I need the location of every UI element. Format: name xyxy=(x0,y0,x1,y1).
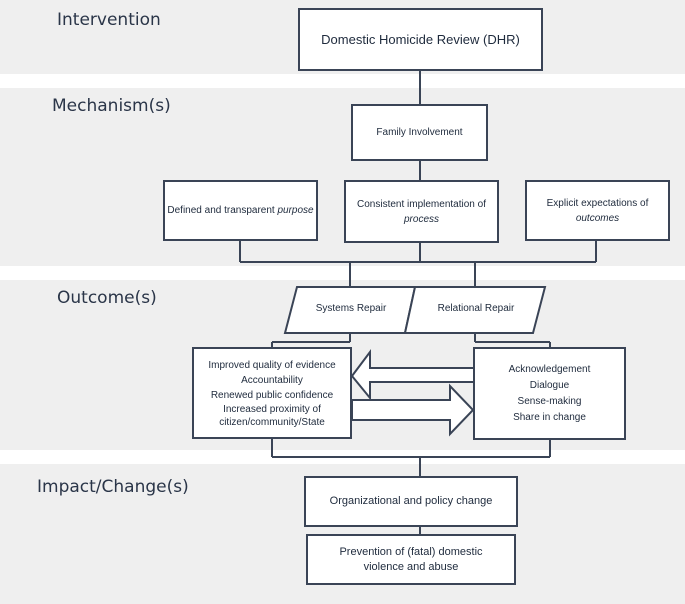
purpose-label: Defined and transparent purpose xyxy=(167,203,313,218)
systems-outcome-item: Renewed public confidence xyxy=(210,389,334,401)
section-label-mechanisms: Mechanism(s) xyxy=(52,96,171,116)
systems-outcome-item: Accountability xyxy=(241,374,303,386)
section-label-intervention: Intervention xyxy=(57,10,161,30)
systems-outcomes-list: Improved quality of evidence Accountabil… xyxy=(208,358,335,429)
arrow-right-icon xyxy=(351,383,475,437)
outcomes-emphasis: outcomes xyxy=(575,212,620,224)
organizational-change-label: Organizational and policy change xyxy=(329,495,493,507)
outcomes-expectation-box: Explicit expectations of outcomes xyxy=(525,180,670,241)
arrow-left-icon xyxy=(350,349,475,401)
relational-outcome-item: Sense-making xyxy=(517,395,582,407)
outcomes-prefix: Explicit expectations of xyxy=(546,197,649,209)
section-label-outcomes: Outcome(s) xyxy=(57,288,157,308)
process-box: Consistent implementation of process xyxy=(344,180,499,243)
relational-outcome-item: Acknowledgement xyxy=(508,363,591,375)
systems-outcome-item: citizen/community/State xyxy=(219,416,325,428)
prevention-label: Prevention of (fatal) domestic violence … xyxy=(339,545,482,575)
family-involvement-label: Family Involvement xyxy=(376,127,463,138)
process-emphasis: process xyxy=(403,213,439,225)
relational-outcome-item: Dialogue xyxy=(529,379,570,391)
prevention-box: Prevention of (fatal) domestic violence … xyxy=(306,534,516,585)
systems-outcomes-box: Improved quality of evidence Accountabil… xyxy=(192,347,352,439)
family-involvement-box: Family Involvement xyxy=(351,104,488,161)
process-prefix: Consistent implementation of xyxy=(357,198,486,210)
intervention-box-label: Domestic Homicide Review (DHR) xyxy=(321,32,520,47)
relational-outcomes-list: Acknowledgement Dialogue Sense-making Sh… xyxy=(509,362,591,426)
systems-outcome-item: Improved quality of evidence xyxy=(208,359,336,371)
prevention-line: violence and abuse xyxy=(363,560,459,573)
systems-outcome-item: Increased proximity of xyxy=(223,403,321,415)
systems-repair-label: Systems Repair xyxy=(315,303,387,314)
purpose-prefix: Defined and transparent xyxy=(167,205,278,216)
relational-repair-shape xyxy=(403,286,547,334)
relational-outcome-item: Share in change xyxy=(513,411,586,423)
organizational-change-box: Organizational and policy change xyxy=(304,476,518,527)
prevention-line: Prevention of (fatal) domestic xyxy=(339,545,483,558)
relational-repair-label: Relational Repair xyxy=(437,303,515,314)
process-label: Consistent implementation of process xyxy=(357,197,486,227)
relational-outcomes-box: Acknowledgement Dialogue Sense-making Sh… xyxy=(473,347,626,440)
intervention-box: Domestic Homicide Review (DHR) xyxy=(298,8,543,71)
outcomes-expectation-label: Explicit expectations of outcomes xyxy=(547,196,649,226)
section-label-impact: Impact/Change(s) xyxy=(37,477,189,497)
purpose-box: Defined and transparent purpose xyxy=(163,180,318,241)
purpose-emphasis: purpose xyxy=(277,205,314,216)
